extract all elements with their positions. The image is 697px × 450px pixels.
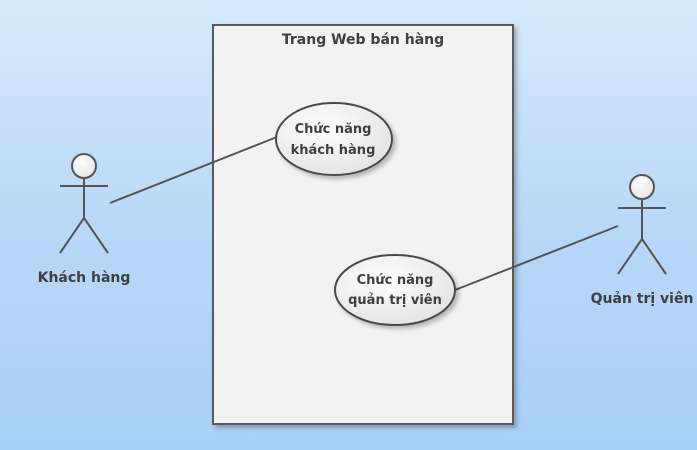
stick-figure-icon — [617, 174, 667, 275]
actor-admin[interactable]: Quản trị viên — [591, 174, 694, 307]
actor-customer-label: Khách hàng — [38, 270, 131, 286]
use-case-customer-line2: khách hàng — [291, 143, 376, 158]
use-case-admin[interactable]: Chức năng quản trị viên — [334, 254, 456, 326]
stick-figure-icon — [59, 153, 109, 254]
use-case-admin-line1: Chức năng — [357, 273, 434, 288]
actor-customer[interactable]: Khách hàng — [38, 153, 131, 286]
use-case-customer[interactable]: Chức năng khách hàng — [275, 102, 393, 176]
association-admin[interactable] — [454, 225, 619, 291]
use-case-admin-line2: quản trị viên — [348, 293, 442, 308]
system-boundary[interactable]: Trang Web bán hàng — [212, 24, 514, 425]
association-customer[interactable] — [109, 136, 278, 204]
use-case-customer-line1: Chức năng — [295, 122, 372, 137]
system-boundary-title: Trang Web bán hàng — [282, 32, 444, 48]
actor-admin-label: Quản trị viên — [591, 291, 694, 307]
